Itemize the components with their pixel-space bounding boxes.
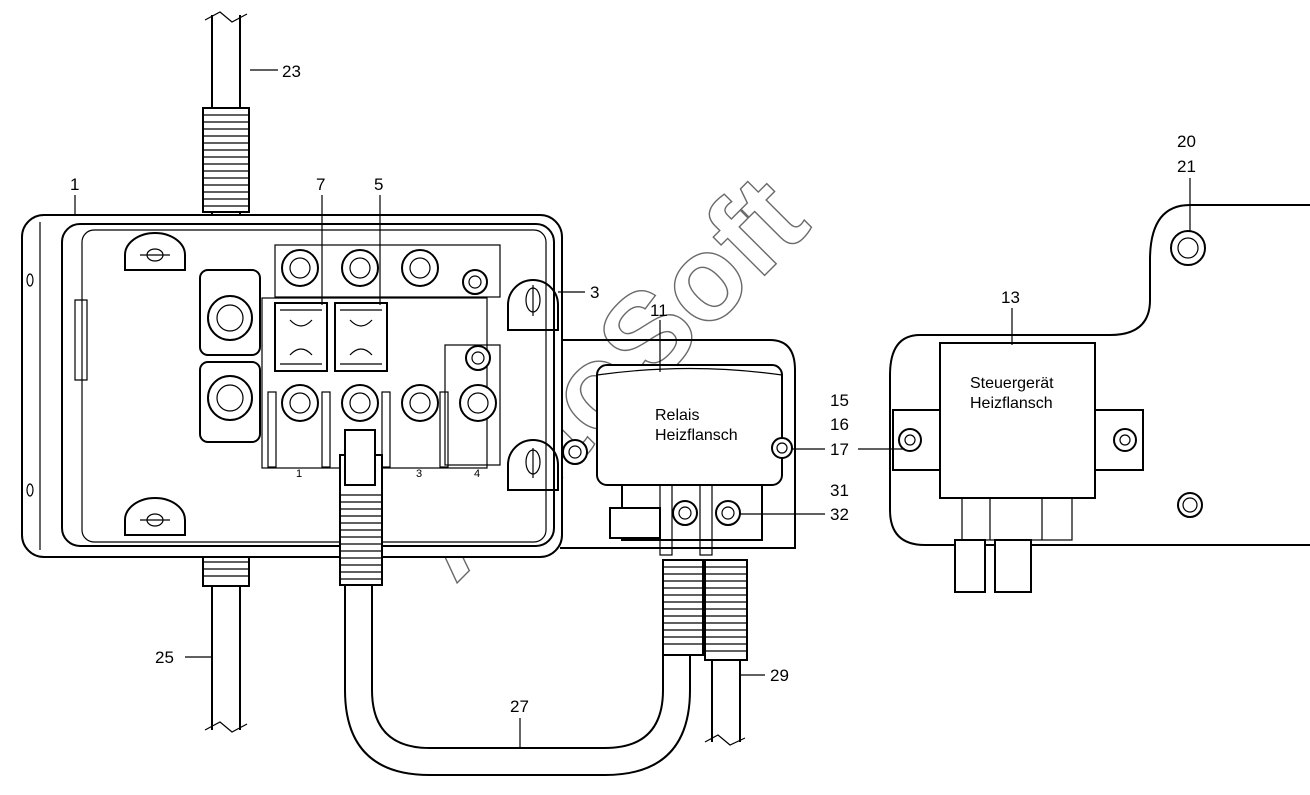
terminal-nut-small: [462, 269, 488, 295]
relay-heizflansch: Relais Heizflansch: [562, 364, 793, 556]
label-20: 20: [1177, 132, 1196, 151]
label-16: 16: [830, 415, 849, 434]
terminal-nut: [281, 384, 319, 422]
label-32: 32: [830, 505, 849, 524]
relay-label-line2: Heizflansch: [655, 427, 738, 444]
cable-29: [662, 559, 748, 746]
lid-screw: [124, 497, 186, 536]
plate-hole: [1177, 492, 1203, 518]
terminal-nut: [401, 249, 439, 287]
label-11: 11: [650, 301, 668, 320]
terminal-nut-small: [465, 345, 491, 371]
terminal-nut: [459, 384, 497, 422]
terminal-nut: [341, 249, 379, 287]
terminal-nut: [341, 384, 379, 422]
label-3: 3: [590, 283, 599, 302]
label-13: 13: [1001, 288, 1020, 307]
label-29: 29: [770, 666, 789, 685]
fuse-5: [334, 302, 388, 372]
label-27: 27: [510, 697, 529, 716]
terminal-nut: [715, 500, 741, 526]
terminal-nut: [281, 249, 319, 287]
label-17: 17: [830, 440, 849, 459]
label-15: 15: [830, 391, 849, 410]
label-7: 7: [316, 175, 325, 194]
lid-screw: [124, 232, 186, 271]
controller-label-line2: Heizflansch: [970, 395, 1053, 412]
mounting-screw: [507, 439, 559, 491]
bolt-20-21: [1170, 230, 1206, 266]
leader-lines: [74, 69, 1191, 748]
terminal-label: 3: [416, 468, 422, 480]
mounting-screw: [507, 279, 559, 331]
label-5: 5: [374, 175, 383, 194]
controller-label-line1: Steuergerät: [970, 375, 1054, 392]
label-31: 31: [830, 481, 849, 500]
label-1: 1: [70, 175, 79, 194]
corrugated-sleeve-top: [202, 107, 250, 213]
terminal-label: 4: [474, 468, 480, 480]
label-21: 21: [1177, 157, 1196, 176]
junction-box: 1 3 4: [21, 214, 563, 558]
steuergeraet-heizflansch: Steuergerät Heizflansch: [892, 342, 1144, 593]
cable-27: [339, 429, 691, 776]
part-labels: 23 1 7 5 3 11 13 15 16 17 31 32 20 21 25…: [70, 62, 1196, 716]
terminal-nut: [672, 500, 698, 526]
terminal-label: 1: [296, 468, 302, 480]
label-23: 23: [282, 62, 301, 81]
terminal-nut: [401, 384, 439, 422]
label-25: 25: [155, 648, 174, 667]
relay-label-line1: Relais: [655, 407, 699, 424]
fuse-7: [274, 302, 328, 372]
